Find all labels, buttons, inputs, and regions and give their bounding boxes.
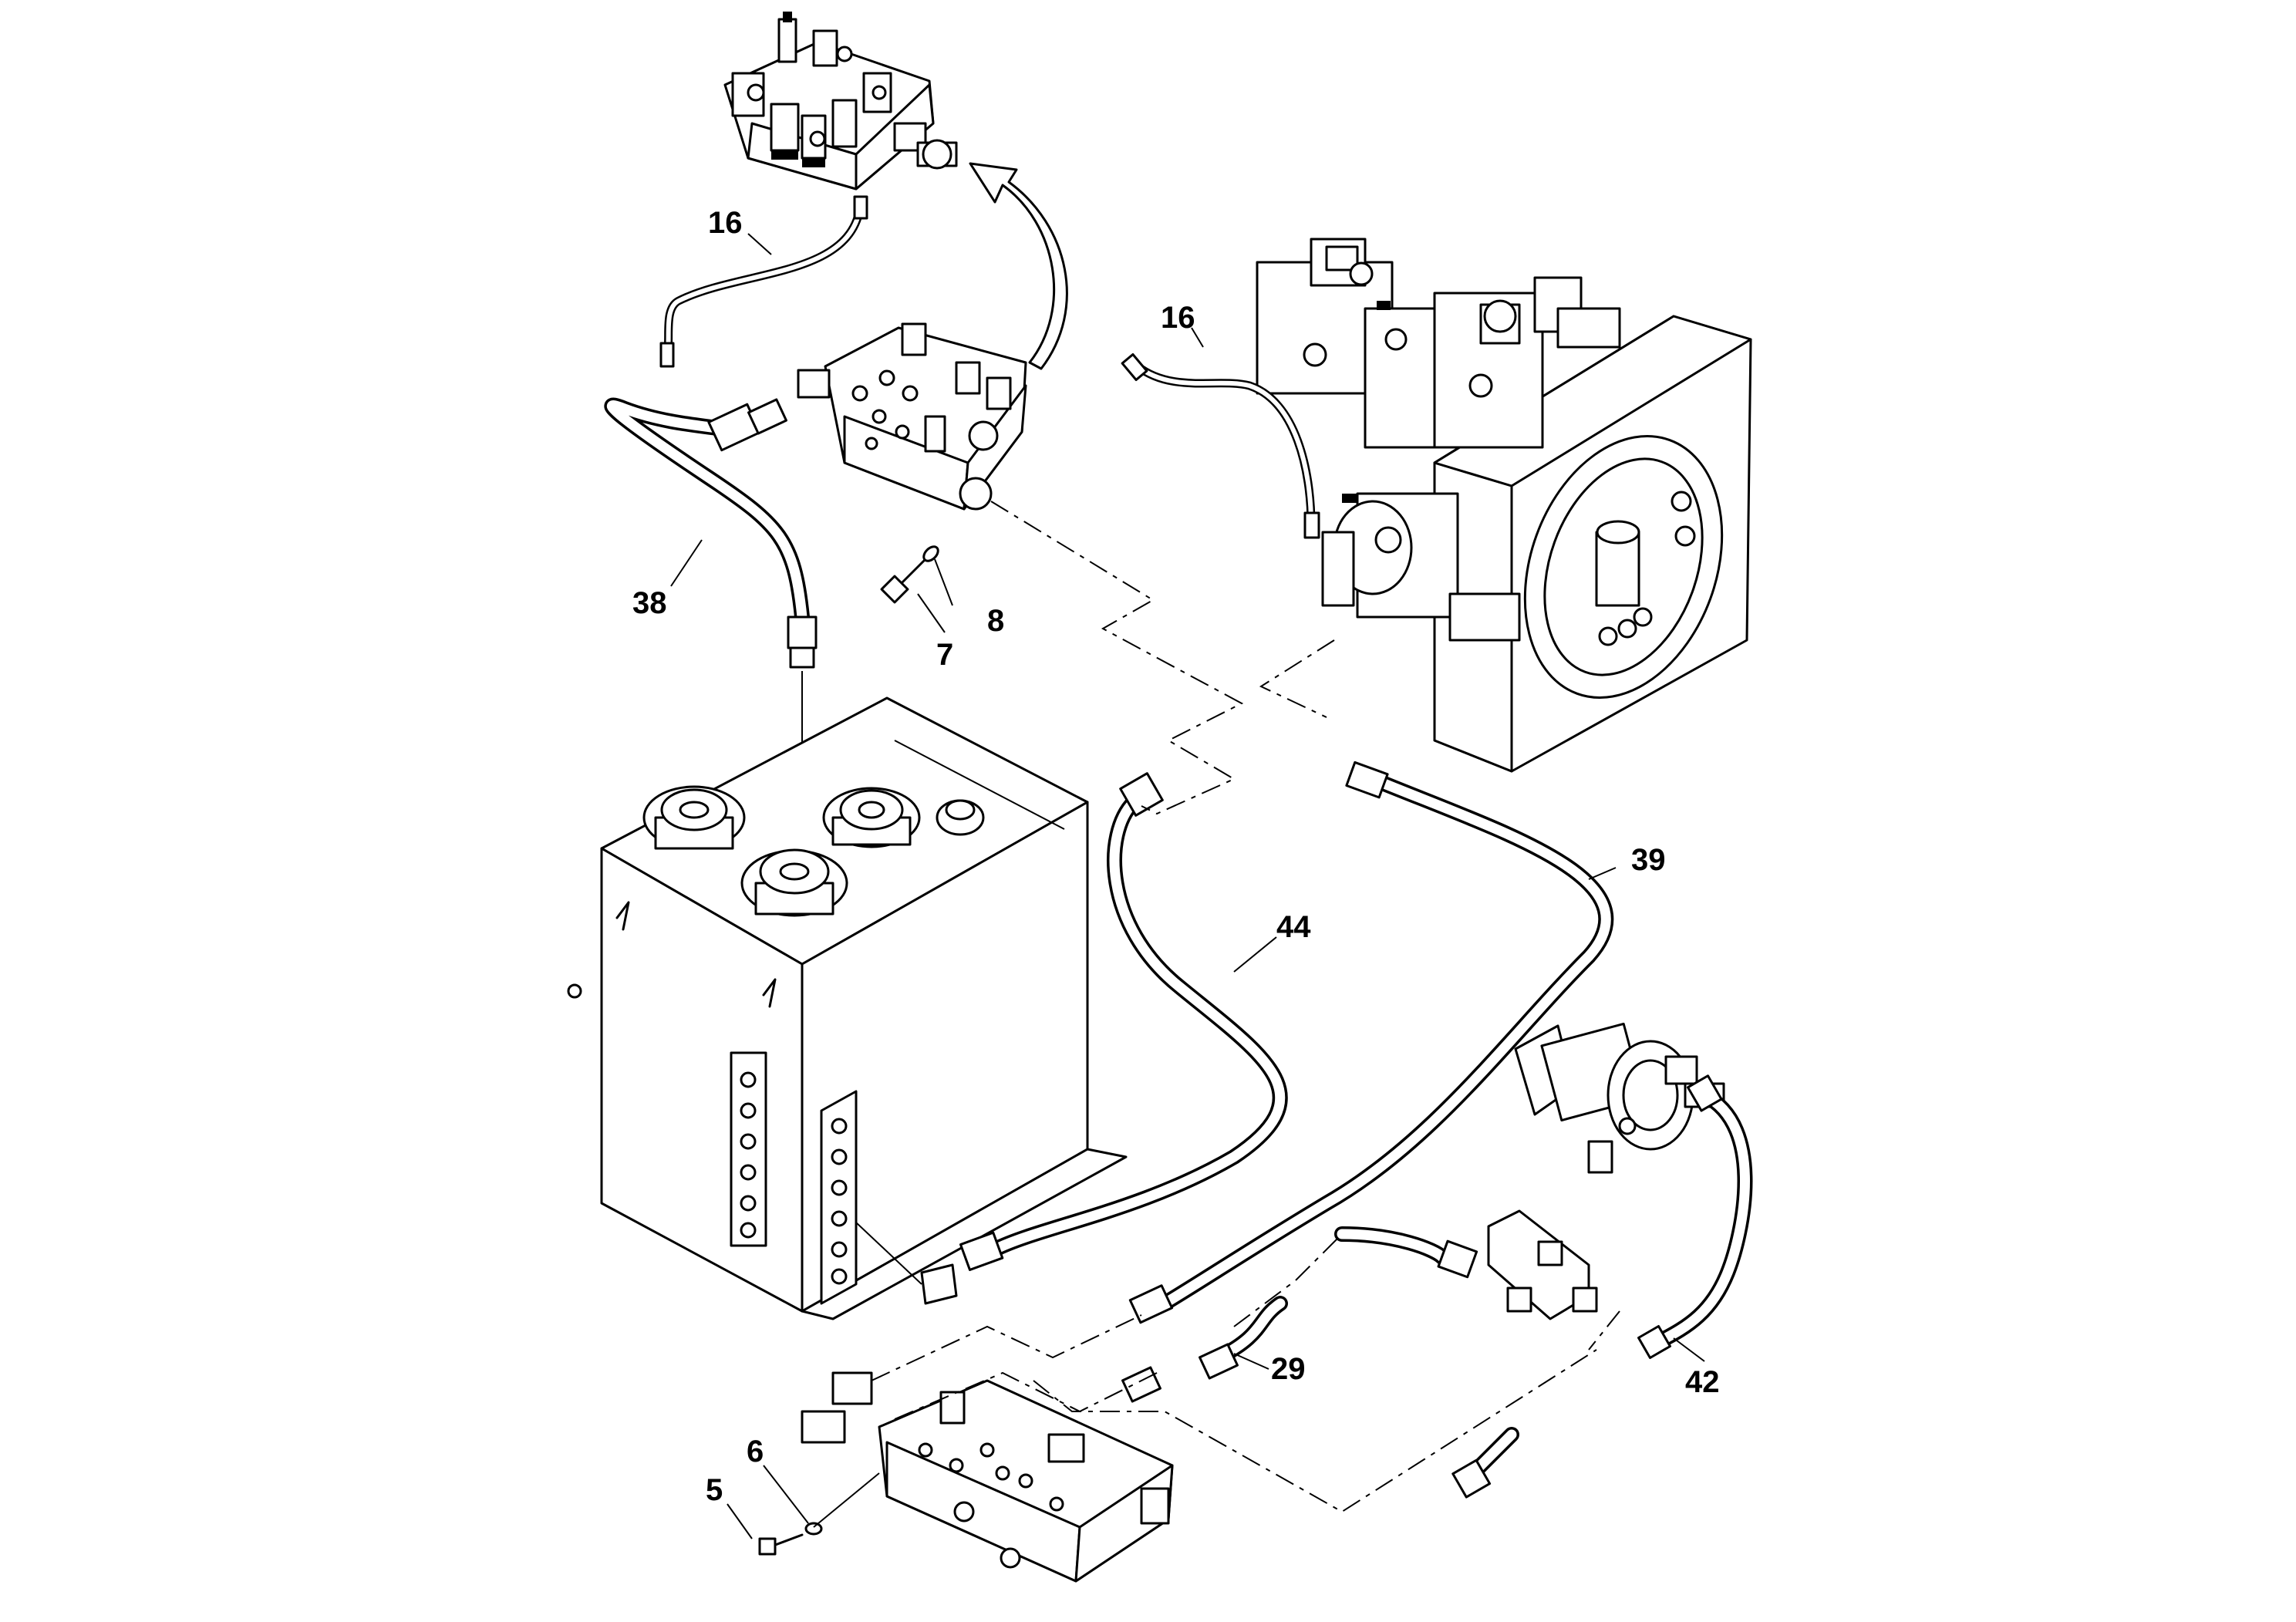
top-valve-assembly	[723, 12, 958, 191]
leader-lines	[670, 233, 1705, 1539]
pump-gearbox-assembly	[1256, 238, 1752, 773]
callout-16-right: 16	[1161, 301, 1195, 335]
washer-8	[922, 545, 939, 562]
callout-39: 39	[1631, 843, 1666, 877]
bolt-7	[880, 554, 931, 604]
exploded-view-arrow	[969, 162, 1068, 370]
callout-29: 29	[1271, 1352, 1306, 1386]
inline-valve	[1487, 1209, 1598, 1320]
middle-valve-block	[797, 322, 1027, 511]
callout-7: 7	[936, 638, 953, 672]
hydraulic-tank	[567, 696, 1128, 1320]
washer-6	[804, 1522, 823, 1536]
bottom-valve-block	[801, 1371, 1174, 1583]
callout-44: 44	[1276, 910, 1311, 944]
callout-38: 38	[632, 586, 667, 620]
callout-8: 8	[987, 604, 1004, 638]
callout-16-top: 16	[708, 206, 743, 240]
hydraulic-motor	[1514, 1022, 1725, 1174]
hose-16-top	[663, 204, 865, 359]
hose-38	[604, 397, 810, 625]
callout-6: 6	[747, 1435, 764, 1469]
callout-5: 5	[706, 1473, 723, 1507]
bolt-5	[758, 1533, 804, 1556]
callout-42: 42	[1685, 1365, 1720, 1399]
connection-lines	[871, 501, 1620, 1513]
